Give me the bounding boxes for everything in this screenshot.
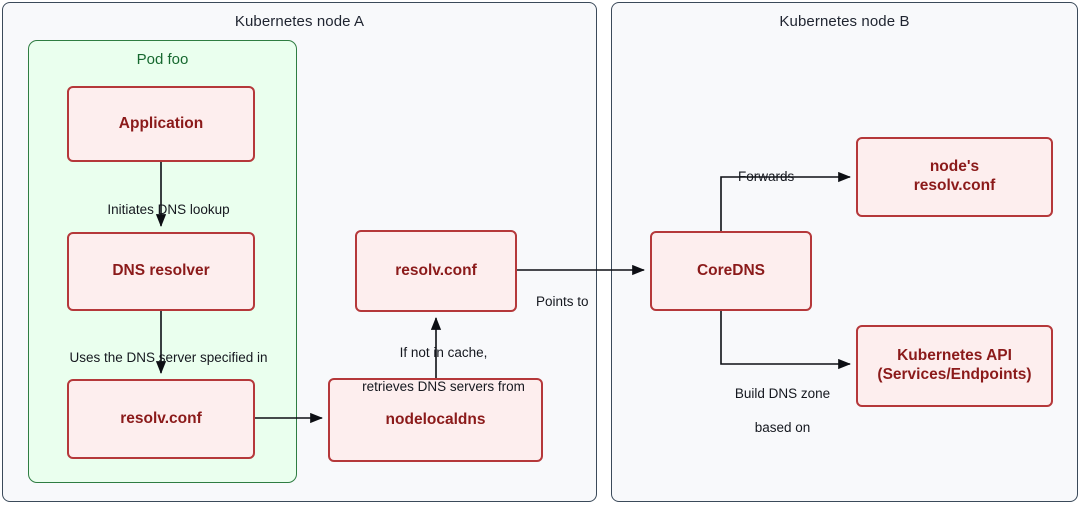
edge-label-initiates-dns-lookup-text: Initiates DNS lookup — [107, 201, 230, 217]
node-pod-resolv-conf-label: resolv.conf — [120, 409, 202, 427]
node-kubernetes-api[interactable]: Kubernetes API (Services/Endpoints) — [856, 325, 1053, 407]
node-nodes-resolv-conf[interactable]: node's resolv.conf — [856, 137, 1053, 217]
node-nodes-resolv-conf-line1: node's — [929, 158, 980, 176]
edge-label-uses-dns-server: Uses the DNS server specified in — [31, 333, 291, 384]
node-mid-resolv-conf[interactable]: resolv.conf — [355, 230, 517, 312]
cluster-title-node-a: Kubernetes node A — [234, 13, 365, 30]
edge-label-if-not-in-cache-line2: retrieves DNS servers from — [362, 378, 525, 394]
edge-label-points-to-text: Points to — [536, 293, 589, 309]
node-pod-resolv-conf[interactable]: resolv.conf — [67, 379, 255, 459]
node-application-label: Application — [118, 114, 204, 132]
edge-label-build-dns-zone-line2: based on — [754, 419, 811, 435]
edge-label-build-dns-zone: Build DNS zone based on — [717, 369, 833, 453]
edge-label-initiates-dns-lookup: Initiates DNS lookup — [61, 185, 261, 236]
node-coredns[interactable]: CoreDNS — [650, 231, 812, 311]
edge-label-forwards: Forwards — [723, 152, 843, 203]
node-kubernetes-api-line1: Kubernetes API — [897, 347, 1012, 365]
cluster-title-node-b: Kubernetes node B — [779, 13, 910, 30]
node-application[interactable]: Application — [67, 86, 255, 162]
node-mid-resolv-conf-label: resolv.conf — [395, 261, 477, 279]
node-kubernetes-api-line2: (Services/Endpoints) — [877, 366, 1032, 383]
node-dns-resolver[interactable]: DNS resolver — [67, 232, 255, 311]
node-coredns-label: CoreDNS — [696, 261, 766, 279]
node-nodes-resolv-conf-line2: resolv.conf — [913, 177, 996, 194]
node-kubernetes-api-label: Kubernetes API (Services/Endpoints) — [877, 347, 1031, 385]
node-nodelocaldns-label: nodelocaldns — [385, 410, 486, 428]
node-dns-resolver-label: DNS resolver — [112, 262, 210, 280]
edge-label-points-to: Points to — [521, 277, 611, 328]
edge-label-if-not-in-cache-line1: If not in cache, — [399, 344, 488, 360]
edge-label-if-not-in-cache: If not in cache, retrieves DNS servers f… — [316, 328, 556, 412]
node-nodes-resolv-conf-label: node's resolv.conf — [914, 158, 996, 196]
node-nodelocaldns[interactable]: nodelocaldns — [328, 378, 543, 462]
pod-foo-title: Pod foo — [136, 51, 189, 68]
edge-label-forwards-text: Forwards — [738, 168, 795, 184]
edge-label-build-dns-zone-line1: Build DNS zone — [734, 385, 831, 401]
edge-label-uses-dns-server-text: Uses the DNS server specified in — [69, 349, 268, 365]
